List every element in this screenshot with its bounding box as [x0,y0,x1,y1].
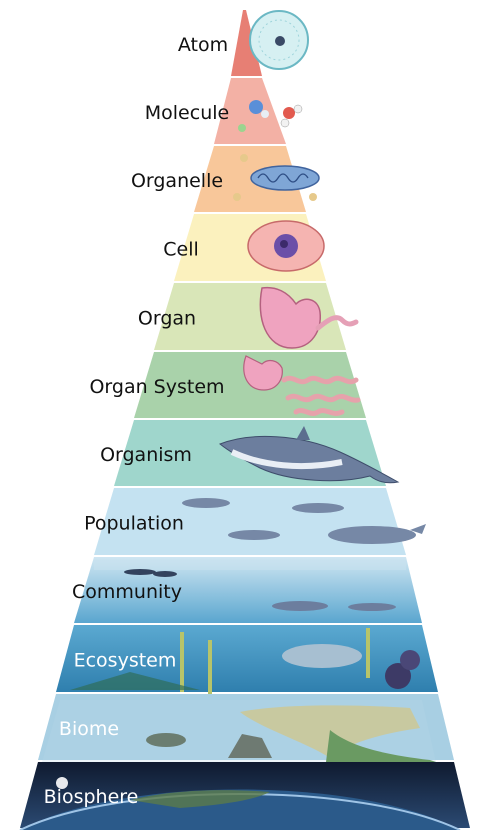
tier-label-molecule: Molecule [145,102,229,124]
tier-label-population: Population [84,513,184,535]
cell-icon [248,221,324,271]
tier-label-cell: Cell [163,239,199,261]
tier-label-organism: Organism [100,444,192,466]
tier-label-ecosystem: Ecosystem [74,650,177,672]
tier-label-organ-system: Organ System [89,376,224,398]
tier-label-biome: Biome [59,718,119,740]
tier-label-atom: Atom [178,34,228,56]
tier-label-organelle: Organelle [131,170,223,192]
tier-label-biosphere: Biosphere [44,786,139,808]
atom-icon [250,11,308,69]
tier-label-organ: Organ [138,308,196,330]
tier-label-community: Community [72,581,182,603]
